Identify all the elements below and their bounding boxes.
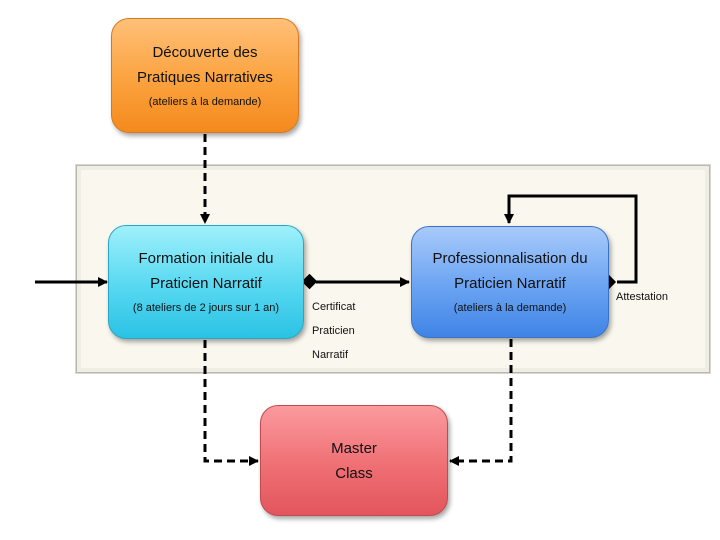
node-master-class: Master Class (260, 405, 448, 516)
node-title-line: Formation initiale du (138, 250, 274, 267)
certificat-diamond (301, 273, 318, 290)
edge-label-certificat: Certificat Praticien Narratif (312, 289, 355, 373)
edge-label-attestation: Attestation (616, 291, 668, 303)
edge-label-line: Certificat (312, 301, 356, 313)
arrow-pro-self-loop (504, 194, 638, 284)
node-title-line: Class (335, 464, 373, 482)
node-title-line: Pratiques Narratives (137, 68, 273, 86)
node-title-line: Praticien Narratif (150, 275, 262, 292)
edge-label-line: Praticien (312, 325, 355, 337)
node-formation-initiale: Formation initiale du Praticien Narratif… (108, 225, 304, 339)
node-subtitle: (ateliers à la demande) (148, 95, 262, 108)
node-title-line: Professionnalisation du (432, 250, 588, 267)
node-title-line: Découverte des (152, 43, 258, 61)
node-title-line: Master (331, 439, 377, 457)
arrow-formation-to-master (203, 340, 259, 466)
edge-label-line: Narratif (312, 349, 349, 361)
node-subtitle: (ateliers à la demande) (453, 302, 567, 314)
node-professionnalisation: Professionnalisation du Praticien Narrat… (411, 226, 609, 338)
node-subtitle: (8 ateliers de 2 jours sur 1 an) (132, 302, 280, 314)
node-title-line: Praticien Narratif (454, 275, 566, 292)
node-decouverte-pratiques: Découverte des Pratiques Narratives (ate… (111, 18, 299, 133)
arrow-pro-to-master (449, 339, 513, 466)
